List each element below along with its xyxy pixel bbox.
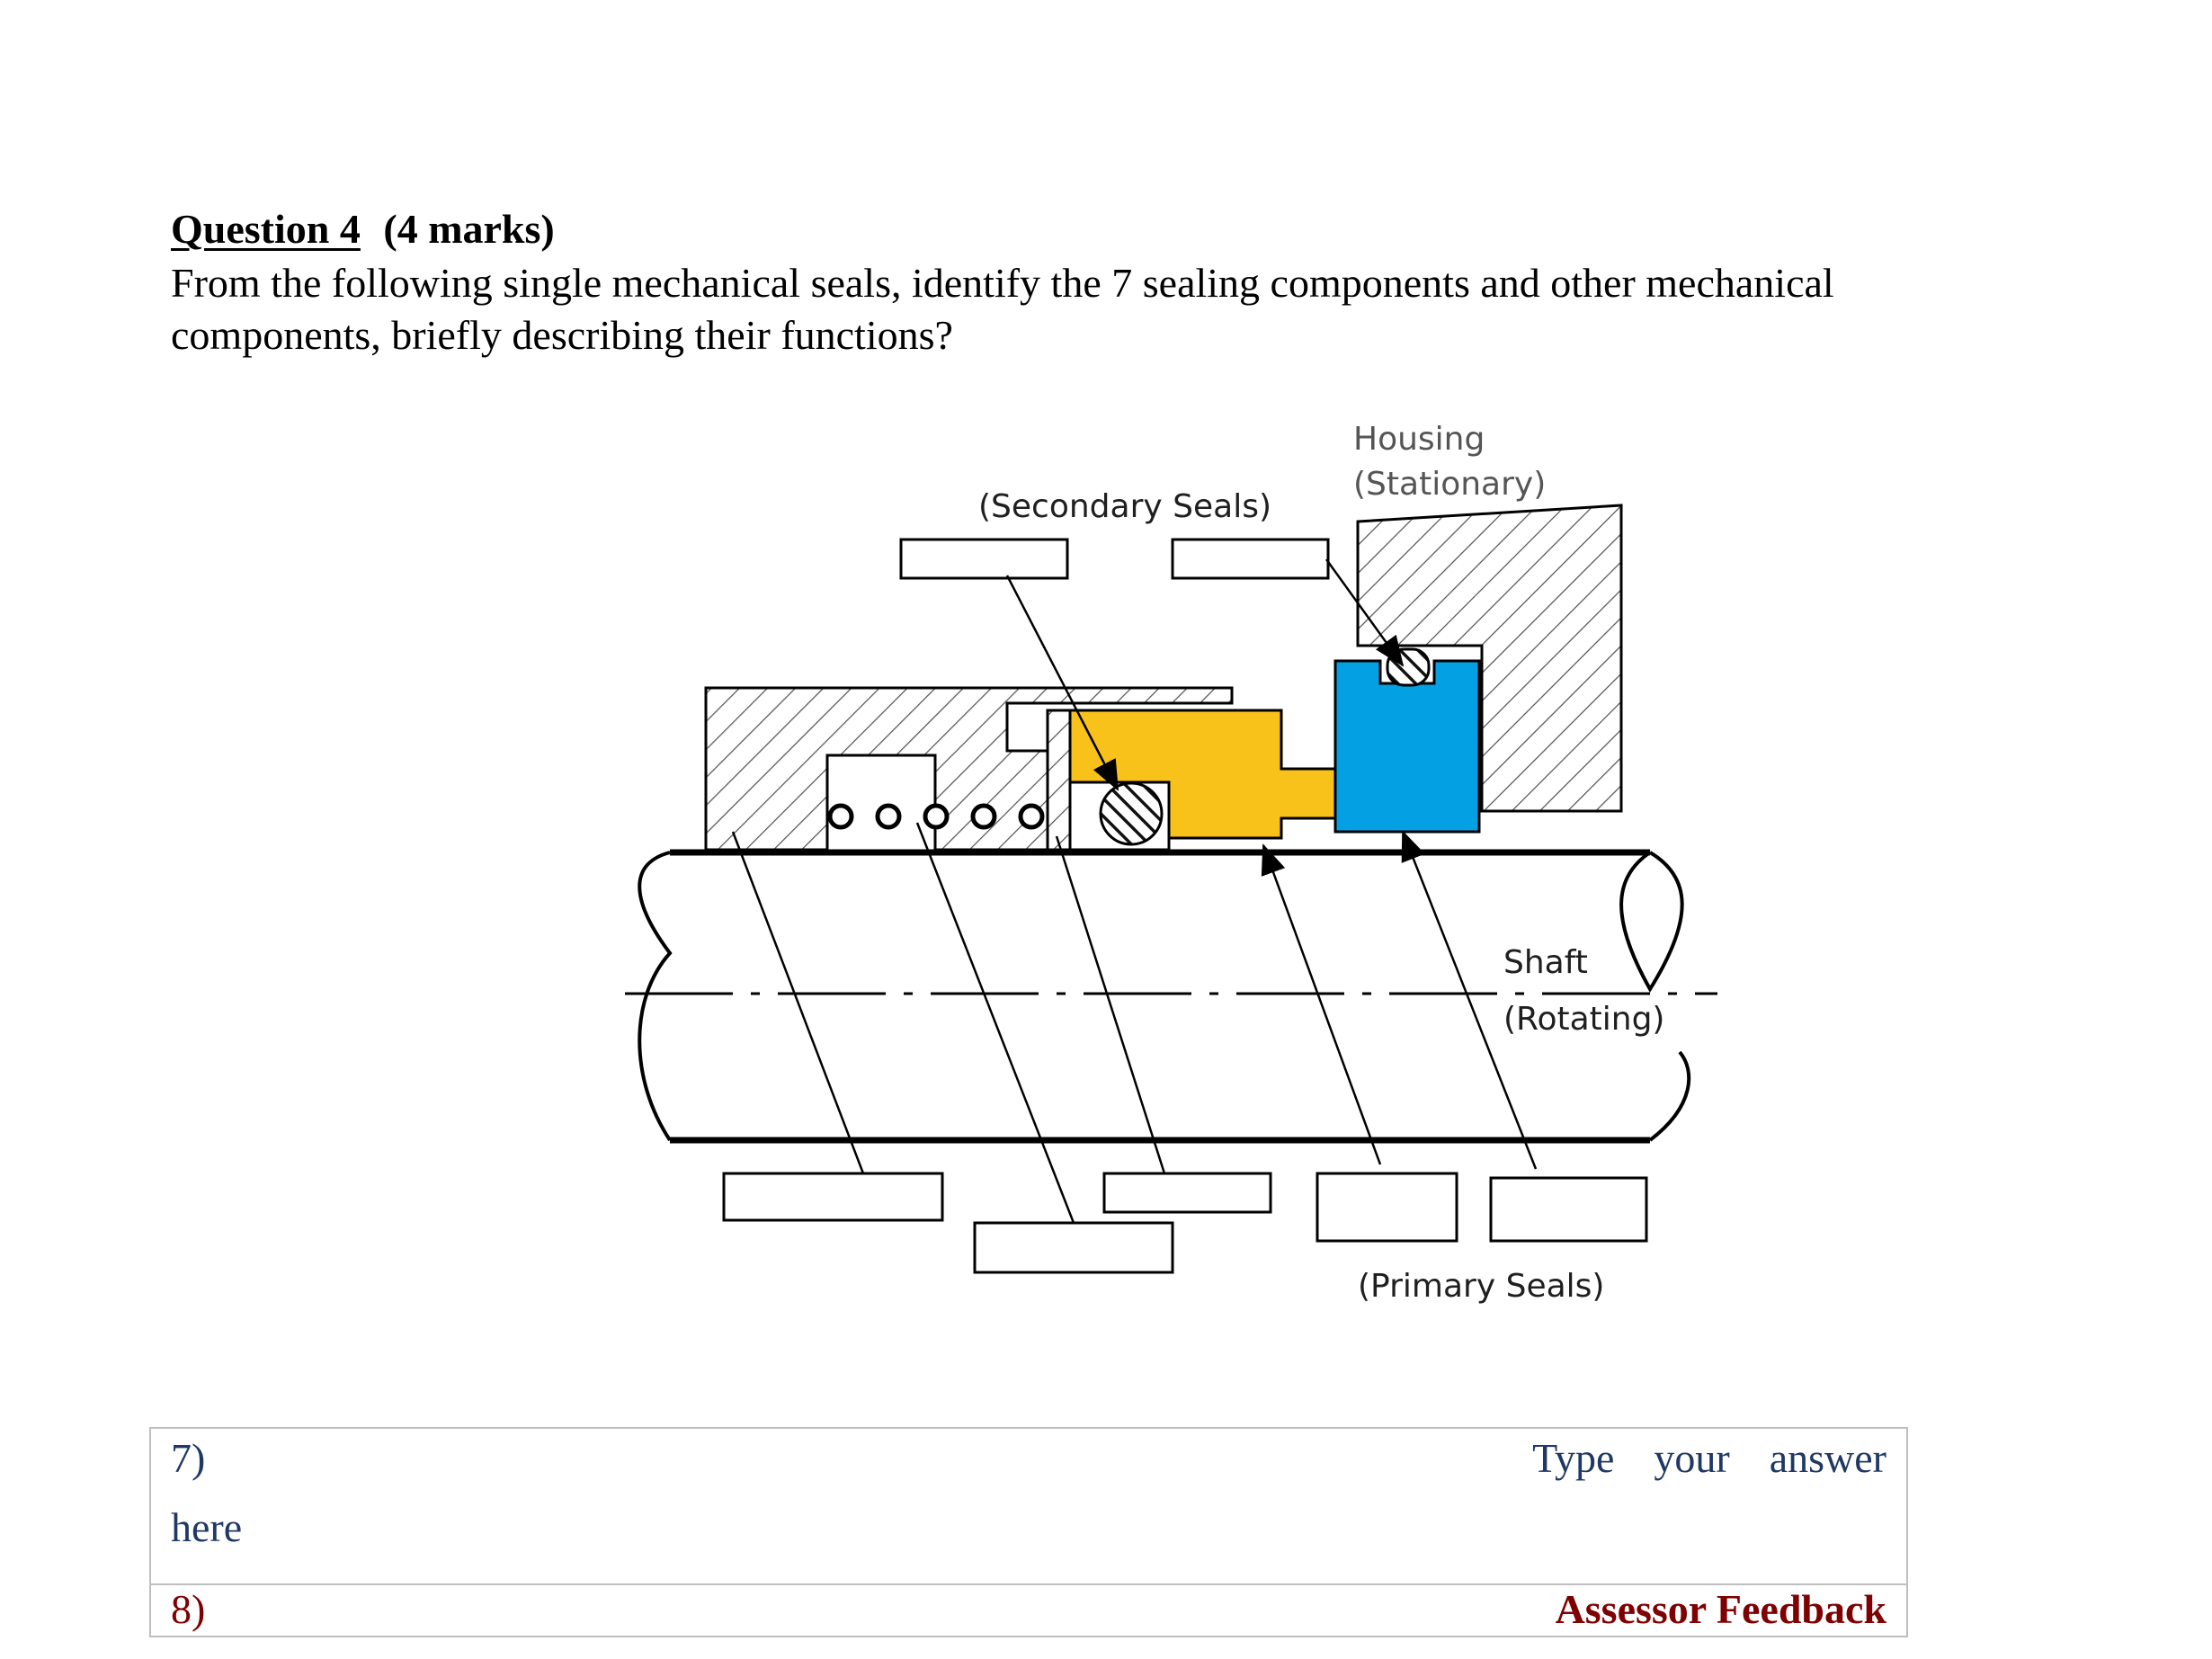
answer-number-8: 8) xyxy=(171,1586,206,1632)
shaft-sub-label: (Rotating) xyxy=(1503,1001,1664,1038)
answer-number-7: 7) xyxy=(171,1435,206,1481)
shaft xyxy=(625,849,1717,1144)
assessor-feedback-label: Assessor Feedback xyxy=(1555,1586,1886,1632)
spring-coils xyxy=(827,803,1045,830)
question-text: From the following single mechanical sea… xyxy=(171,260,1834,358)
stationary-seat xyxy=(1333,659,1481,834)
label-box-bottom-2[interactable] xyxy=(973,1221,1174,1274)
answer-hint-word-2: your xyxy=(1654,1435,1730,1481)
question-number: Question 4 xyxy=(171,206,361,252)
secondary-oring xyxy=(1099,781,1164,846)
answer-cell-7[interactable]: 7) Type your answer here xyxy=(149,1427,1908,1585)
label-box-bottom-3[interactable] xyxy=(1102,1172,1272,1214)
label-box-bottom-1[interactable] xyxy=(722,1172,944,1222)
housing xyxy=(1356,504,1623,813)
shaft-label: Shaft xyxy=(1503,944,1588,981)
label-box-top-left[interactable] xyxy=(899,538,1069,580)
answer-hint-word-4: here xyxy=(171,1504,243,1550)
answer-table: 7) Type your answer here 8) Assessor Fee… xyxy=(149,1427,1908,1637)
housing-label: Housing xyxy=(1353,421,1485,458)
answer-row-8: 8) Assessor Feedback xyxy=(149,1583,1908,1637)
label-box-bottom-5[interactable] xyxy=(1489,1176,1648,1243)
question-marks: (4 marks) xyxy=(383,206,555,252)
gland-housing xyxy=(704,686,1234,852)
answer-hint-word-1: Type xyxy=(1532,1435,1615,1481)
primary-seals-label: (Primary Seals) xyxy=(1358,1268,1604,1305)
housing-sub-label: (Stationary) xyxy=(1353,466,1546,503)
label-box-top-right[interactable] xyxy=(1171,538,1330,580)
label-box-bottom-4[interactable] xyxy=(1316,1172,1458,1243)
question-heading: Question 4 (4 marks) xyxy=(171,205,555,253)
leader-lines xyxy=(731,558,1538,1224)
answer-hint-word-3: answer xyxy=(1769,1435,1886,1481)
answer-row-7: 7) Type your answer here xyxy=(149,1427,1908,1585)
secondary-seals-label: (Secondary Seals) xyxy=(978,488,1271,525)
label-boxes xyxy=(722,538,1648,1274)
answer-cell-8[interactable]: 8) Assessor Feedback xyxy=(149,1583,1908,1637)
